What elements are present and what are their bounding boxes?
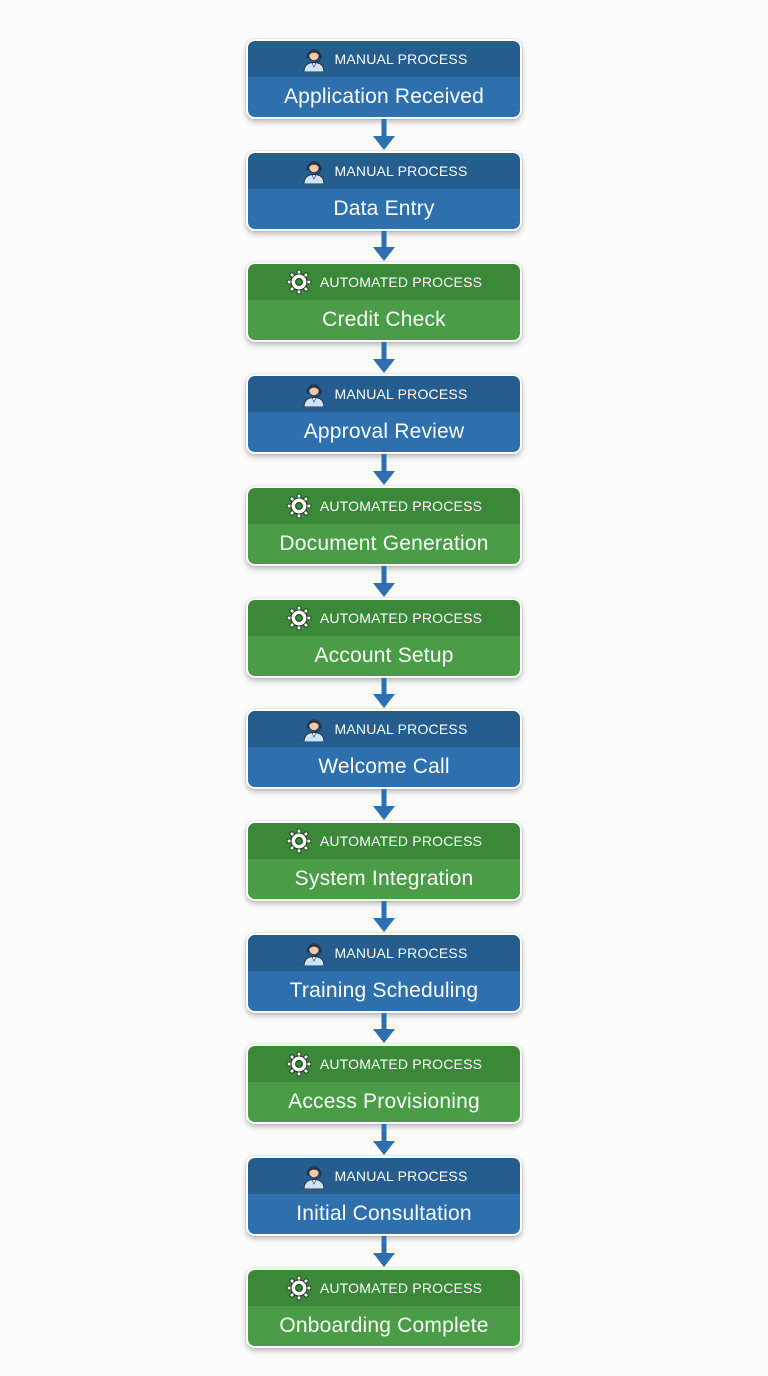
step-title: Credit Check	[248, 300, 520, 340]
gear-icon	[286, 1051, 312, 1077]
process-step-12: AUTOMATED PROCESS Onboarding Complete	[246, 1268, 522, 1348]
gear-icon	[286, 605, 312, 631]
step-type-header: AUTOMATED PROCESS	[248, 823, 520, 859]
gear-icon	[286, 269, 312, 295]
down-arrow-connector	[372, 119, 396, 151]
step-type-label: AUTOMATED PROCESS	[319, 1056, 483, 1072]
process-step-5: AUTOMATED PROCESS Document Generation	[246, 486, 522, 566]
step-type-label: MANUAL PROCESS	[334, 51, 468, 67]
operator-headset-icon	[301, 46, 327, 72]
gear-icon	[286, 828, 312, 854]
step-type-header: MANUAL PROCESS	[248, 41, 520, 77]
down-arrow-connector	[372, 1236, 396, 1268]
step-type-header: MANUAL PROCESS	[248, 711, 520, 747]
step-title: Onboarding Complete	[248, 1306, 520, 1346]
step-title: Application Received	[248, 77, 520, 117]
step-type-header: MANUAL PROCESS	[248, 153, 520, 189]
process-step-9: MANUAL PROCESS Training Scheduling	[246, 933, 522, 1013]
process-step-1: MANUAL PROCESS Application Received	[246, 39, 522, 119]
step-type-label: AUTOMATED PROCESS	[319, 498, 483, 514]
process-step-4: MANUAL PROCESS Approval Review	[246, 374, 522, 454]
down-arrow-connector	[372, 1013, 396, 1044]
step-type-label: MANUAL PROCESS	[334, 945, 468, 961]
step-type-header: AUTOMATED PROCESS	[248, 600, 520, 636]
step-title: Training Scheduling	[248, 971, 520, 1011]
process-step-7: MANUAL PROCESS Welcome Call	[246, 709, 522, 789]
step-title: System Integration	[248, 859, 520, 899]
operator-headset-icon	[301, 716, 327, 742]
step-type-header: MANUAL PROCESS	[248, 1158, 520, 1194]
down-arrow-connector	[372, 231, 396, 262]
step-title: Access Provisioning	[248, 1082, 520, 1122]
step-type-header: MANUAL PROCESS	[248, 935, 520, 971]
step-title: Approval Review	[248, 412, 520, 452]
step-type-label: AUTOMATED PROCESS	[319, 1280, 483, 1296]
step-type-header: MANUAL PROCESS	[248, 376, 520, 412]
step-title: Welcome Call	[248, 747, 520, 787]
step-title: Document Generation	[248, 524, 520, 564]
down-arrow-connector	[372, 678, 396, 709]
process-step-8: AUTOMATED PROCESS System Integration	[246, 821, 522, 901]
step-type-label: AUTOMATED PROCESS	[319, 610, 483, 626]
process-step-10: AUTOMATED PROCESS Access Provisioning	[246, 1044, 522, 1124]
step-type-label: MANUAL PROCESS	[334, 386, 468, 402]
down-arrow-connector	[372, 1124, 396, 1156]
operator-headset-icon	[301, 940, 327, 966]
step-type-header: AUTOMATED PROCESS	[248, 264, 520, 300]
gear-icon	[286, 1275, 312, 1301]
process-step-11: MANUAL PROCESS Initial Consultation	[246, 1156, 522, 1236]
step-type-header: AUTOMATED PROCESS	[248, 488, 520, 524]
gear-icon	[286, 493, 312, 519]
process-step-3: AUTOMATED PROCESS Credit Check	[246, 262, 522, 342]
down-arrow-connector	[372, 454, 396, 486]
operator-headset-icon	[301, 158, 327, 184]
step-title: Data Entry	[248, 189, 520, 229]
operator-headset-icon	[301, 381, 327, 407]
process-step-6: AUTOMATED PROCESS Account Setup	[246, 598, 522, 678]
step-type-header: AUTOMATED PROCESS	[248, 1270, 520, 1306]
step-type-label: AUTOMATED PROCESS	[319, 274, 483, 290]
step-type-label: MANUAL PROCESS	[334, 1168, 468, 1184]
process-step-2: MANUAL PROCESS Data Entry	[246, 151, 522, 231]
down-arrow-connector	[372, 342, 396, 374]
step-type-header: AUTOMATED PROCESS	[248, 1046, 520, 1082]
step-title: Account Setup	[248, 636, 520, 676]
down-arrow-connector	[372, 901, 396, 933]
step-type-label: MANUAL PROCESS	[334, 721, 468, 737]
down-arrow-connector	[372, 789, 396, 821]
down-arrow-connector	[372, 566, 396, 598]
step-type-label: AUTOMATED PROCESS	[319, 833, 483, 849]
operator-headset-icon	[301, 1163, 327, 1189]
step-title: Initial Consultation	[248, 1194, 520, 1234]
step-type-label: MANUAL PROCESS	[334, 163, 468, 179]
